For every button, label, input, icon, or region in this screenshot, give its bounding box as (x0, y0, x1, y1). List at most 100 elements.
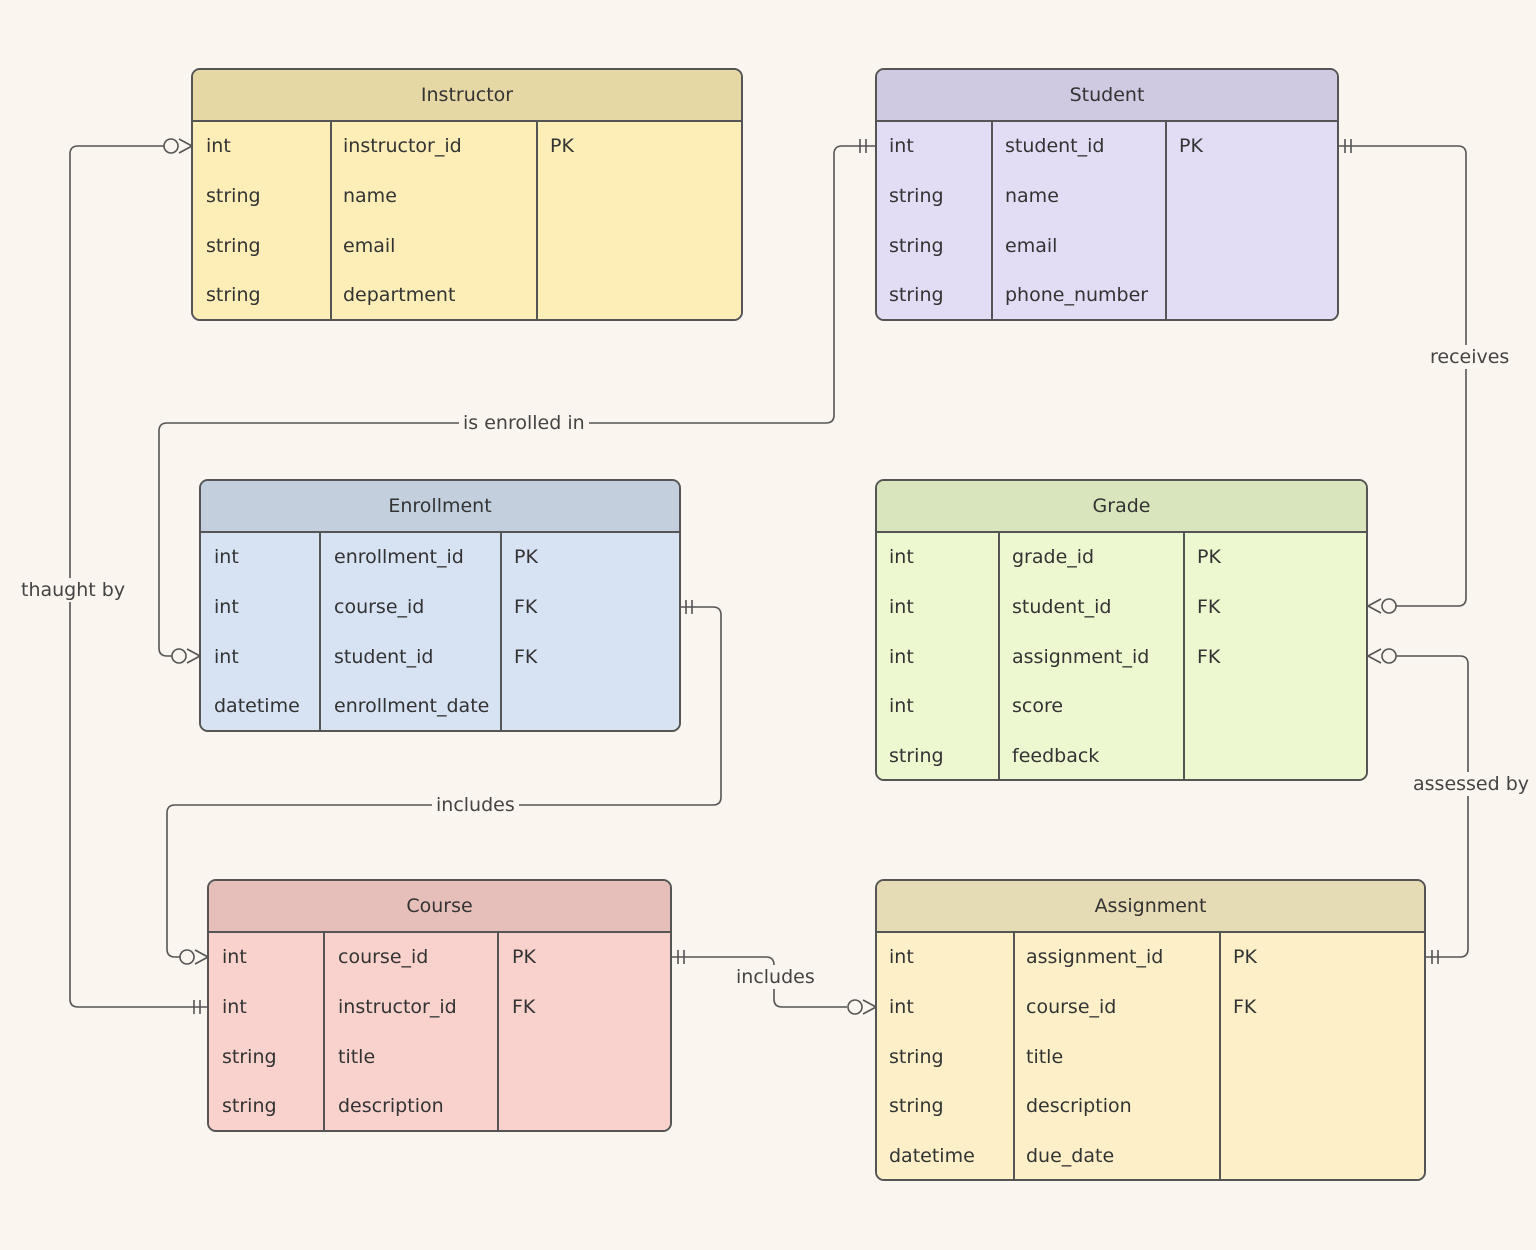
field-key: PK (1233, 946, 1257, 968)
field-type: int (214, 546, 239, 568)
field-row: string title (877, 1033, 1424, 1083)
field-key: FK (514, 595, 538, 618)
crows-foot-many-icon (1367, 598, 1397, 614)
field-type: string (889, 184, 944, 207)
relationship-line-assessed-by[interactable] (1396, 655, 1469, 958)
relationship-line-receives[interactable] (1339, 145, 1467, 607)
field-row: string email (193, 222, 741, 272)
field-name: score (1012, 695, 1064, 718)
field-key: FK (1233, 995, 1257, 1018)
field-row: string description (209, 1082, 670, 1130)
entity-grade[interactable]: Grade int grade_id PK int student_id FK … (875, 479, 1368, 781)
entity-title: Student (877, 70, 1337, 122)
field-type: string (206, 284, 261, 307)
entity-title: Instructor (193, 70, 741, 122)
field-row: int student_id FK (877, 583, 1366, 633)
crows-foot-many-icon (163, 138, 193, 154)
field-key: PK (514, 546, 538, 568)
field-name: student_id (1005, 135, 1105, 157)
field-name: course_id (338, 946, 429, 968)
relationship-line-thaught-by[interactable] (69, 145, 209, 1008)
field-key: PK (1197, 546, 1221, 568)
entity-title: Enrollment (201, 481, 679, 533)
entity-title: Grade (877, 481, 1366, 533)
field-type: int (889, 546, 914, 568)
field-type: int (214, 595, 239, 618)
relationship-label-includes-enrollment: includes (432, 793, 519, 817)
field-row: string email (877, 222, 1337, 272)
field-key: FK (1197, 645, 1221, 668)
field-name: feedback (1012, 745, 1100, 768)
field-row: string feedback (877, 732, 1366, 779)
field-row: string department (193, 271, 741, 319)
field-key: PK (512, 946, 536, 968)
field-row: datetime due_date (877, 1132, 1424, 1179)
one-mandatory-icon (1344, 139, 1352, 153)
field-row: int score (877, 682, 1366, 732)
field-type: string (889, 1045, 944, 1068)
field-name: phone_number (1005, 284, 1149, 307)
field-type: string (889, 1095, 944, 1118)
field-name: course_id (1026, 995, 1117, 1018)
field-name: course_id (334, 595, 425, 618)
relationship-label-assessed-by: assessed by (1409, 772, 1534, 796)
entity-student[interactable]: Student int student_id PK string name st… (875, 68, 1339, 321)
field-row: int assignment_id PK (877, 933, 1424, 983)
field-type: string (889, 745, 944, 768)
entity-title: Assignment (877, 881, 1424, 933)
one-mandatory-icon (677, 950, 685, 964)
field-type: string (222, 1095, 277, 1118)
field-row: string name (877, 172, 1337, 222)
field-name: name (343, 184, 397, 207)
field-key: PK (1179, 135, 1203, 157)
field-type: string (889, 234, 944, 257)
entity-assignment[interactable]: Assignment int assignment_id PK int cour… (875, 879, 1426, 1181)
entity-course[interactable]: Course int course_id PK int instructor_i… (207, 879, 672, 1132)
field-type: int (214, 645, 239, 668)
field-row: string description (877, 1082, 1424, 1132)
field-name: assignment_id (1026, 946, 1164, 968)
field-type: int (889, 695, 914, 718)
field-row: int enrollment_id PK (201, 533, 679, 583)
entity-enrollment[interactable]: Enrollment int enrollment_id PK int cour… (199, 479, 681, 732)
field-name: student_id (334, 645, 434, 668)
field-key: PK (550, 135, 574, 157)
field-type: string (222, 1045, 277, 1068)
field-row: string phone_number (877, 271, 1337, 319)
field-row: int student_id PK (877, 122, 1337, 172)
field-name: due_date (1026, 1145, 1115, 1168)
field-type: string (889, 284, 944, 307)
relationship-label-is-enrolled-in: is enrolled in (459, 411, 589, 435)
field-name: enrollment_id (334, 546, 464, 568)
entity-instructor[interactable]: Instructor int instructor_id PK string n… (191, 68, 743, 321)
field-name: department (343, 284, 456, 307)
one-mandatory-icon (193, 1000, 201, 1014)
field-row: string name (193, 172, 741, 222)
field-row: int course_id FK (877, 983, 1424, 1033)
crows-foot-many-icon (847, 999, 877, 1015)
field-type: datetime (214, 695, 300, 718)
entity-title: Course (209, 881, 670, 933)
field-type: int (889, 946, 914, 968)
field-key: FK (1197, 595, 1221, 618)
field-name: student_id (1012, 595, 1112, 618)
field-name: enrollment_date (334, 695, 490, 718)
field-name: description (1026, 1095, 1132, 1118)
field-type: string (206, 234, 261, 257)
field-row: datetime enrollment_date (201, 682, 679, 730)
crows-foot-many-icon (179, 949, 209, 965)
crows-foot-many-icon (1367, 648, 1397, 664)
field-type: int (889, 645, 914, 668)
field-type: int (222, 946, 247, 968)
relationship-label-receives: receives (1426, 345, 1514, 369)
field-row: string title (209, 1033, 670, 1083)
field-type: string (206, 184, 261, 207)
one-mandatory-icon (1431, 950, 1439, 964)
field-name: grade_id (1012, 546, 1095, 568)
field-row: int course_id PK (209, 933, 670, 983)
field-type: int (889, 595, 914, 618)
field-row: int grade_id PK (877, 533, 1366, 583)
field-name: email (1005, 234, 1058, 257)
field-name: instructor_id (338, 995, 457, 1018)
